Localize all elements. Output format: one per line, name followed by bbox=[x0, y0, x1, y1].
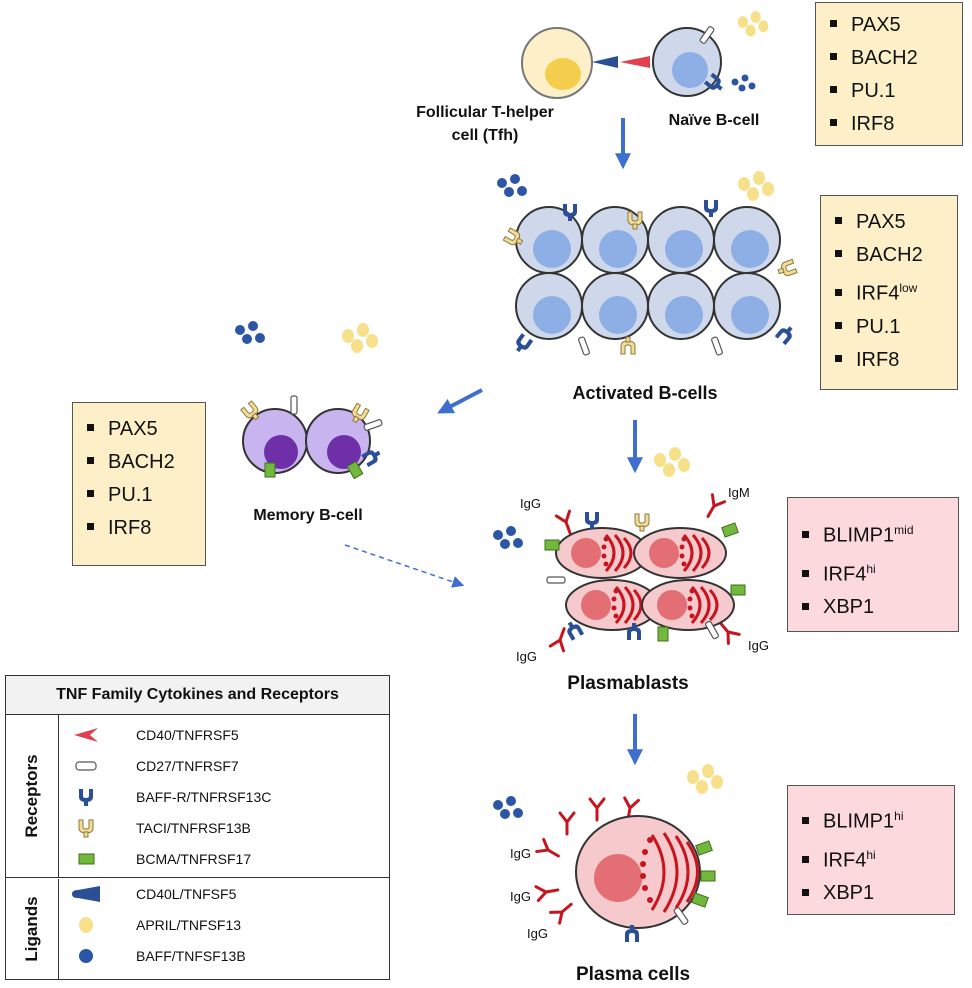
naive-b-cell bbox=[652, 25, 726, 97]
cd40-cd40l-interaction-icon bbox=[592, 56, 650, 68]
plasmablast-cells bbox=[544, 493, 746, 653]
legend-row: TACI/TNFRSF13B bbox=[66, 815, 251, 841]
receptors-label: Receptors bbox=[22, 753, 41, 838]
tfh-label-line2: cell (Tfh) bbox=[452, 127, 519, 144]
tfh-label-line1: Follicular T-helper bbox=[416, 104, 554, 121]
tf-item: BLIMP1mid bbox=[802, 514, 950, 553]
arrow-memory-to-plasmablasts bbox=[344, 544, 465, 588]
tf-item: BLIMP1hi bbox=[802, 800, 946, 839]
april-ligand-icon bbox=[738, 171, 774, 201]
igg-label: IgG bbox=[520, 496, 541, 511]
tf-item: XBP1 bbox=[802, 591, 950, 624]
tf-item: PU.1 bbox=[830, 75, 954, 108]
naive-b-cell-label: Naïve B-cell bbox=[669, 112, 760, 129]
ligands-label: Ligands bbox=[22, 896, 41, 962]
memory-b-cell-label: Memory B-cell bbox=[253, 507, 362, 524]
activated-b-cells-label: Activated B-cells bbox=[572, 383, 717, 403]
plasmablast-tf-box: BLIMP1mid IRF4hi XBP1 bbox=[787, 497, 959, 632]
memory-b-cell bbox=[240, 395, 384, 480]
legend-receptors-section: Receptors CD40/TNFRSF5 CD27/TNFRSF7 BAFF… bbox=[6, 714, 389, 878]
plasma-cell bbox=[534, 796, 716, 942]
plasma-cells-label: Plasma cells bbox=[576, 964, 690, 985]
tf-item: IRF8 bbox=[830, 108, 954, 141]
legend-row: BAFF/TNFSF13B bbox=[66, 943, 246, 969]
legend-row: CD40/TNFRSF5 bbox=[66, 722, 239, 748]
tf-item: IRF4hi bbox=[802, 839, 946, 878]
tf-item: XBP1 bbox=[802, 877, 946, 910]
baff-ligand-icon bbox=[493, 526, 523, 549]
baff-ligand-icon bbox=[79, 949, 93, 963]
tfh-cell bbox=[521, 27, 593, 99]
memory-tf-box: PAX5 BACH2 PU.1 IRF8 bbox=[72, 402, 206, 566]
legend-row: BCMA/TNFRSF17 bbox=[66, 846, 251, 872]
tf-list: PAX5 BACH2 PU.1 IRF8 bbox=[830, 9, 954, 141]
tf-item: PAX5 bbox=[835, 206, 949, 239]
legend-ligands-section: Ligands CD40L/TNFSF5 APRIL/TNFSF13 BAFF/… bbox=[6, 879, 389, 979]
arrow-activated-to-memory bbox=[437, 388, 483, 414]
igg-label: IgG bbox=[516, 649, 537, 664]
tf-item: IRF8 bbox=[87, 512, 197, 545]
cd40-receptor-icon bbox=[74, 728, 98, 742]
baff-ligand-icon bbox=[731, 74, 756, 92]
tf-item: BACH2 bbox=[87, 446, 197, 479]
april-ligand-icon bbox=[342, 323, 378, 353]
igg-label: IgG bbox=[510, 846, 531, 861]
tnf-legend: TNF Family Cytokines and Receptors Recep… bbox=[5, 675, 390, 980]
tf-item: PAX5 bbox=[87, 413, 197, 446]
legend-row: BAFF-R/TNFRSF13C bbox=[66, 784, 271, 810]
cd40l-ligand-icon bbox=[72, 886, 100, 902]
baff-ligand-icon bbox=[497, 174, 527, 197]
igm-label: IgM bbox=[728, 485, 750, 500]
tf-item: BACH2 bbox=[835, 239, 949, 272]
april-ligand-icon bbox=[687, 764, 723, 794]
legend-row: APRIL/TNFSF13 bbox=[66, 912, 241, 938]
tf-list: BLIMP1hi IRF4hi XBP1 bbox=[802, 800, 946, 910]
tf-item: BACH2 bbox=[830, 42, 954, 75]
tf-item: IRF4low bbox=[835, 272, 949, 311]
legend-title: TNF Family Cytokines and Receptors bbox=[6, 676, 389, 715]
baffr-receptor-icon bbox=[79, 789, 93, 806]
baff-ligand-icon bbox=[235, 321, 265, 344]
igg-label: IgG bbox=[510, 889, 531, 904]
legend-row: CD27/TNFRSF7 bbox=[66, 753, 239, 779]
april-ligand-icon bbox=[79, 917, 93, 933]
baff-ligand-icon bbox=[493, 796, 523, 819]
activated-b-cells bbox=[502, 200, 798, 357]
taci-receptor-icon bbox=[78, 819, 94, 838]
tf-item: PAX5 bbox=[830, 9, 954, 42]
tf-item: IRF4hi bbox=[802, 553, 950, 592]
plasmablasts-label: Plasmablasts bbox=[567, 673, 688, 694]
activated-tf-box: PAX5 BACH2 IRF4low PU.1 IRF8 bbox=[820, 195, 958, 390]
igg-label: IgG bbox=[527, 926, 548, 941]
legend-row: CD40L/TNFSF5 bbox=[66, 881, 236, 907]
igg-label: IgG bbox=[748, 638, 769, 653]
bcma-receptor-icon bbox=[78, 853, 95, 865]
naive-tf-box: PAX5 BACH2 PU.1 IRF8 bbox=[815, 2, 963, 146]
april-ligand-icon bbox=[737, 11, 769, 37]
plasma-tf-box: BLIMP1hi IRF4hi XBP1 bbox=[787, 785, 955, 915]
tf-list: BLIMP1mid IRF4hi XBP1 bbox=[802, 514, 950, 624]
tf-list: PAX5 BACH2 IRF4low PU.1 IRF8 bbox=[835, 206, 949, 377]
tf-item: PU.1 bbox=[87, 479, 197, 512]
april-ligand-icon bbox=[654, 447, 690, 477]
cd27-receptor-icon bbox=[75, 761, 97, 771]
tf-item: IRF8 bbox=[835, 344, 949, 377]
tf-list: PAX5 BACH2 PU.1 IRF8 bbox=[87, 413, 197, 545]
tf-item: PU.1 bbox=[835, 311, 949, 344]
